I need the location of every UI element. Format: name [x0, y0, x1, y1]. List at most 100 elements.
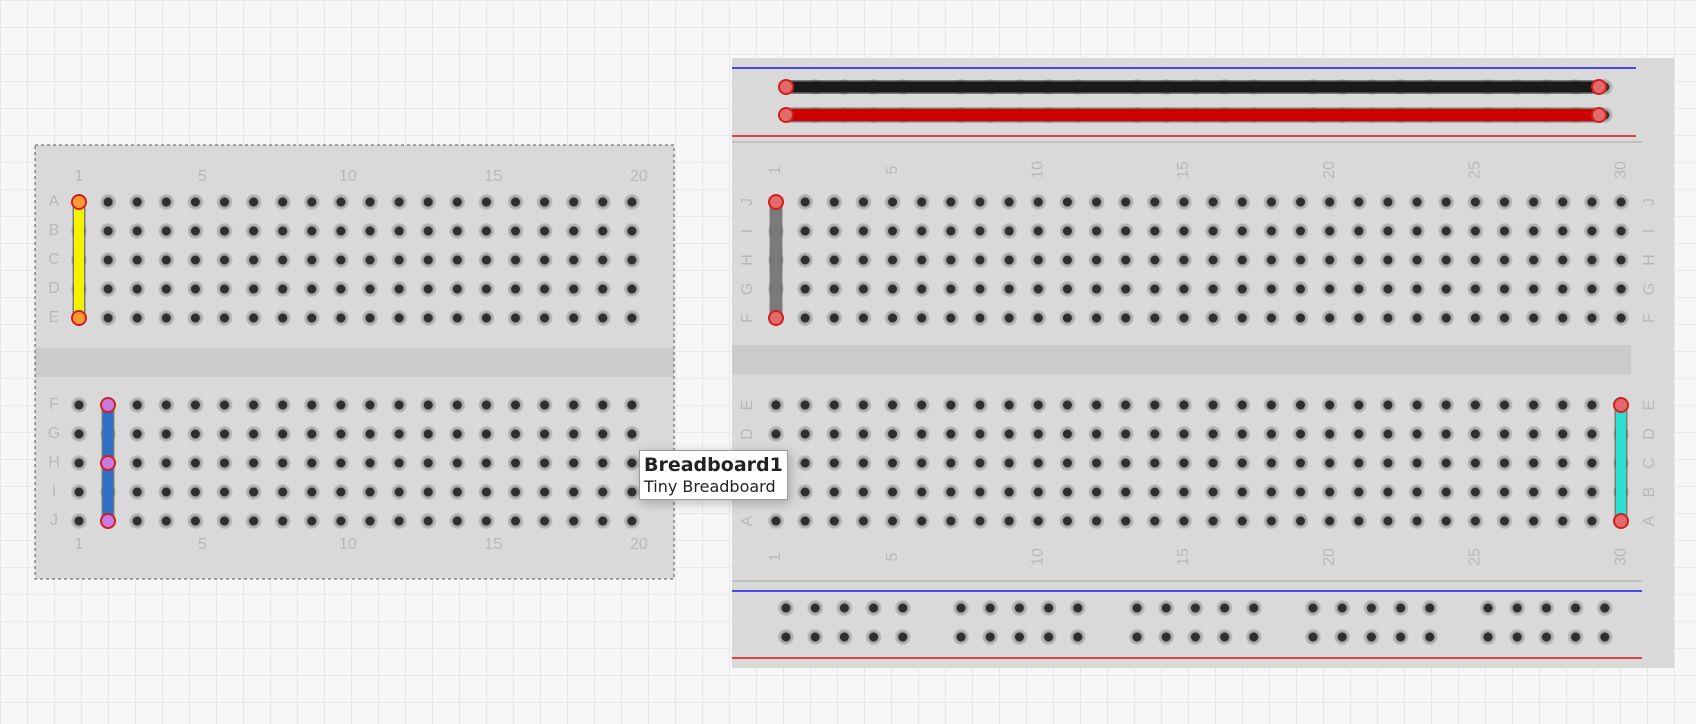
hole-center	[1150, 255, 1160, 265]
hole-center	[132, 429, 142, 439]
hole-center	[1412, 255, 1422, 265]
half-breadboard[interactable]: 115510101515202025253030JIHGFEDCBAJIHGFE…	[732, 58, 1674, 668]
hole-center	[394, 429, 404, 439]
hole-center	[1470, 487, 1480, 497]
wire-endpoint[interactable]	[100, 513, 116, 529]
hole-center	[627, 313, 637, 323]
wire-endpoint[interactable]	[71, 310, 87, 326]
hole-center	[1470, 429, 1480, 439]
hole-center	[249, 487, 259, 497]
wire-endpoint[interactable]	[778, 107, 794, 123]
hole-center	[1062, 458, 1072, 468]
hole-center	[1441, 313, 1451, 323]
red-wire[interactable]	[778, 107, 1607, 123]
hole-center	[1500, 255, 1509, 265]
hole-center	[1587, 429, 1597, 439]
yellow-wire[interactable]	[71, 194, 87, 326]
hole-center	[249, 284, 259, 294]
hole-center	[627, 516, 637, 526]
wire-endpoint[interactable]	[1591, 79, 1607, 95]
hole-center	[423, 487, 433, 497]
hole-center	[190, 197, 200, 207]
hole-center	[917, 313, 927, 323]
hole-center	[946, 313, 956, 323]
wire-endpoint[interactable]	[768, 310, 784, 326]
wire-endpoint[interactable]	[778, 79, 794, 95]
hole-center	[394, 516, 404, 526]
column-number: 15	[485, 536, 503, 553]
hole-center	[985, 603, 995, 613]
wire-endpoint[interactable]	[100, 455, 116, 471]
hole-center	[249, 400, 259, 410]
hole-center	[800, 284, 810, 294]
hole-center	[1092, 516, 1102, 526]
hole-center	[161, 516, 171, 526]
hole-center	[1441, 197, 1451, 207]
hole-center	[1004, 400, 1014, 410]
cyan-wire[interactable]	[1613, 397, 1629, 529]
hole-center	[1587, 458, 1597, 468]
wire-endpoint[interactable]	[1591, 107, 1607, 123]
hole-center	[190, 487, 200, 497]
wire-endpoint[interactable]	[100, 397, 116, 413]
hole-center	[452, 429, 462, 439]
hole-center	[1325, 458, 1335, 468]
hole-center	[1500, 400, 1509, 410]
hole-center	[220, 400, 229, 410]
selection-outline	[34, 144, 675, 580]
hole-center	[481, 516, 491, 526]
wire-endpoint[interactable]	[1613, 513, 1629, 529]
wire-endpoint[interactable]	[71, 194, 87, 210]
hole-center	[1004, 487, 1014, 497]
row-letter: H	[1641, 254, 1658, 266]
hole-center	[481, 255, 491, 265]
hole-center	[829, 255, 839, 265]
blue-wire[interactable]	[100, 397, 116, 529]
wires-group[interactable]	[71, 79, 1629, 529]
hole-center	[1325, 400, 1335, 410]
column-number: 30	[1612, 548, 1629, 566]
hole-center	[1092, 284, 1102, 294]
hole-center	[132, 516, 142, 526]
hole-center	[1208, 197, 1218, 207]
hole-center	[1483, 603, 1493, 613]
hole-center	[1383, 516, 1393, 526]
hole-center	[1033, 458, 1043, 468]
hole-center	[1425, 603, 1435, 613]
hole-center	[103, 313, 113, 323]
hole-center	[1073, 603, 1083, 613]
hole-center	[132, 226, 142, 236]
hole-center	[132, 487, 142, 497]
hole-center	[1237, 255, 1247, 265]
hole-center	[481, 284, 491, 294]
hole-center	[1121, 400, 1131, 410]
hole-center	[1441, 226, 1451, 236]
hole-center	[365, 458, 375, 468]
hole-center	[1249, 632, 1259, 642]
hole-center	[1354, 284, 1364, 294]
hole-center	[1208, 255, 1218, 265]
hole-center	[278, 197, 288, 207]
black-wire[interactable]	[778, 79, 1607, 95]
row-letter: G	[739, 283, 756, 295]
wire-endpoint[interactable]	[1613, 397, 1629, 413]
hole-center	[190, 458, 200, 468]
hole-center	[307, 284, 317, 294]
hole-center	[1500, 226, 1509, 236]
hole-center	[74, 429, 84, 439]
hole-center	[336, 226, 346, 236]
hole-center	[1033, 284, 1043, 294]
hole-center	[1383, 400, 1393, 410]
row-letter: F	[739, 313, 756, 323]
gray-wire[interactable]	[768, 194, 784, 326]
hole-center	[598, 429, 608, 439]
hole-center	[1190, 603, 1200, 613]
wire-endpoint[interactable]	[768, 194, 784, 210]
hole-center	[1529, 313, 1539, 323]
hole-center	[1587, 284, 1597, 294]
hole-center	[336, 255, 346, 265]
hole-center	[1308, 632, 1318, 642]
row-letter: B	[1641, 487, 1658, 498]
